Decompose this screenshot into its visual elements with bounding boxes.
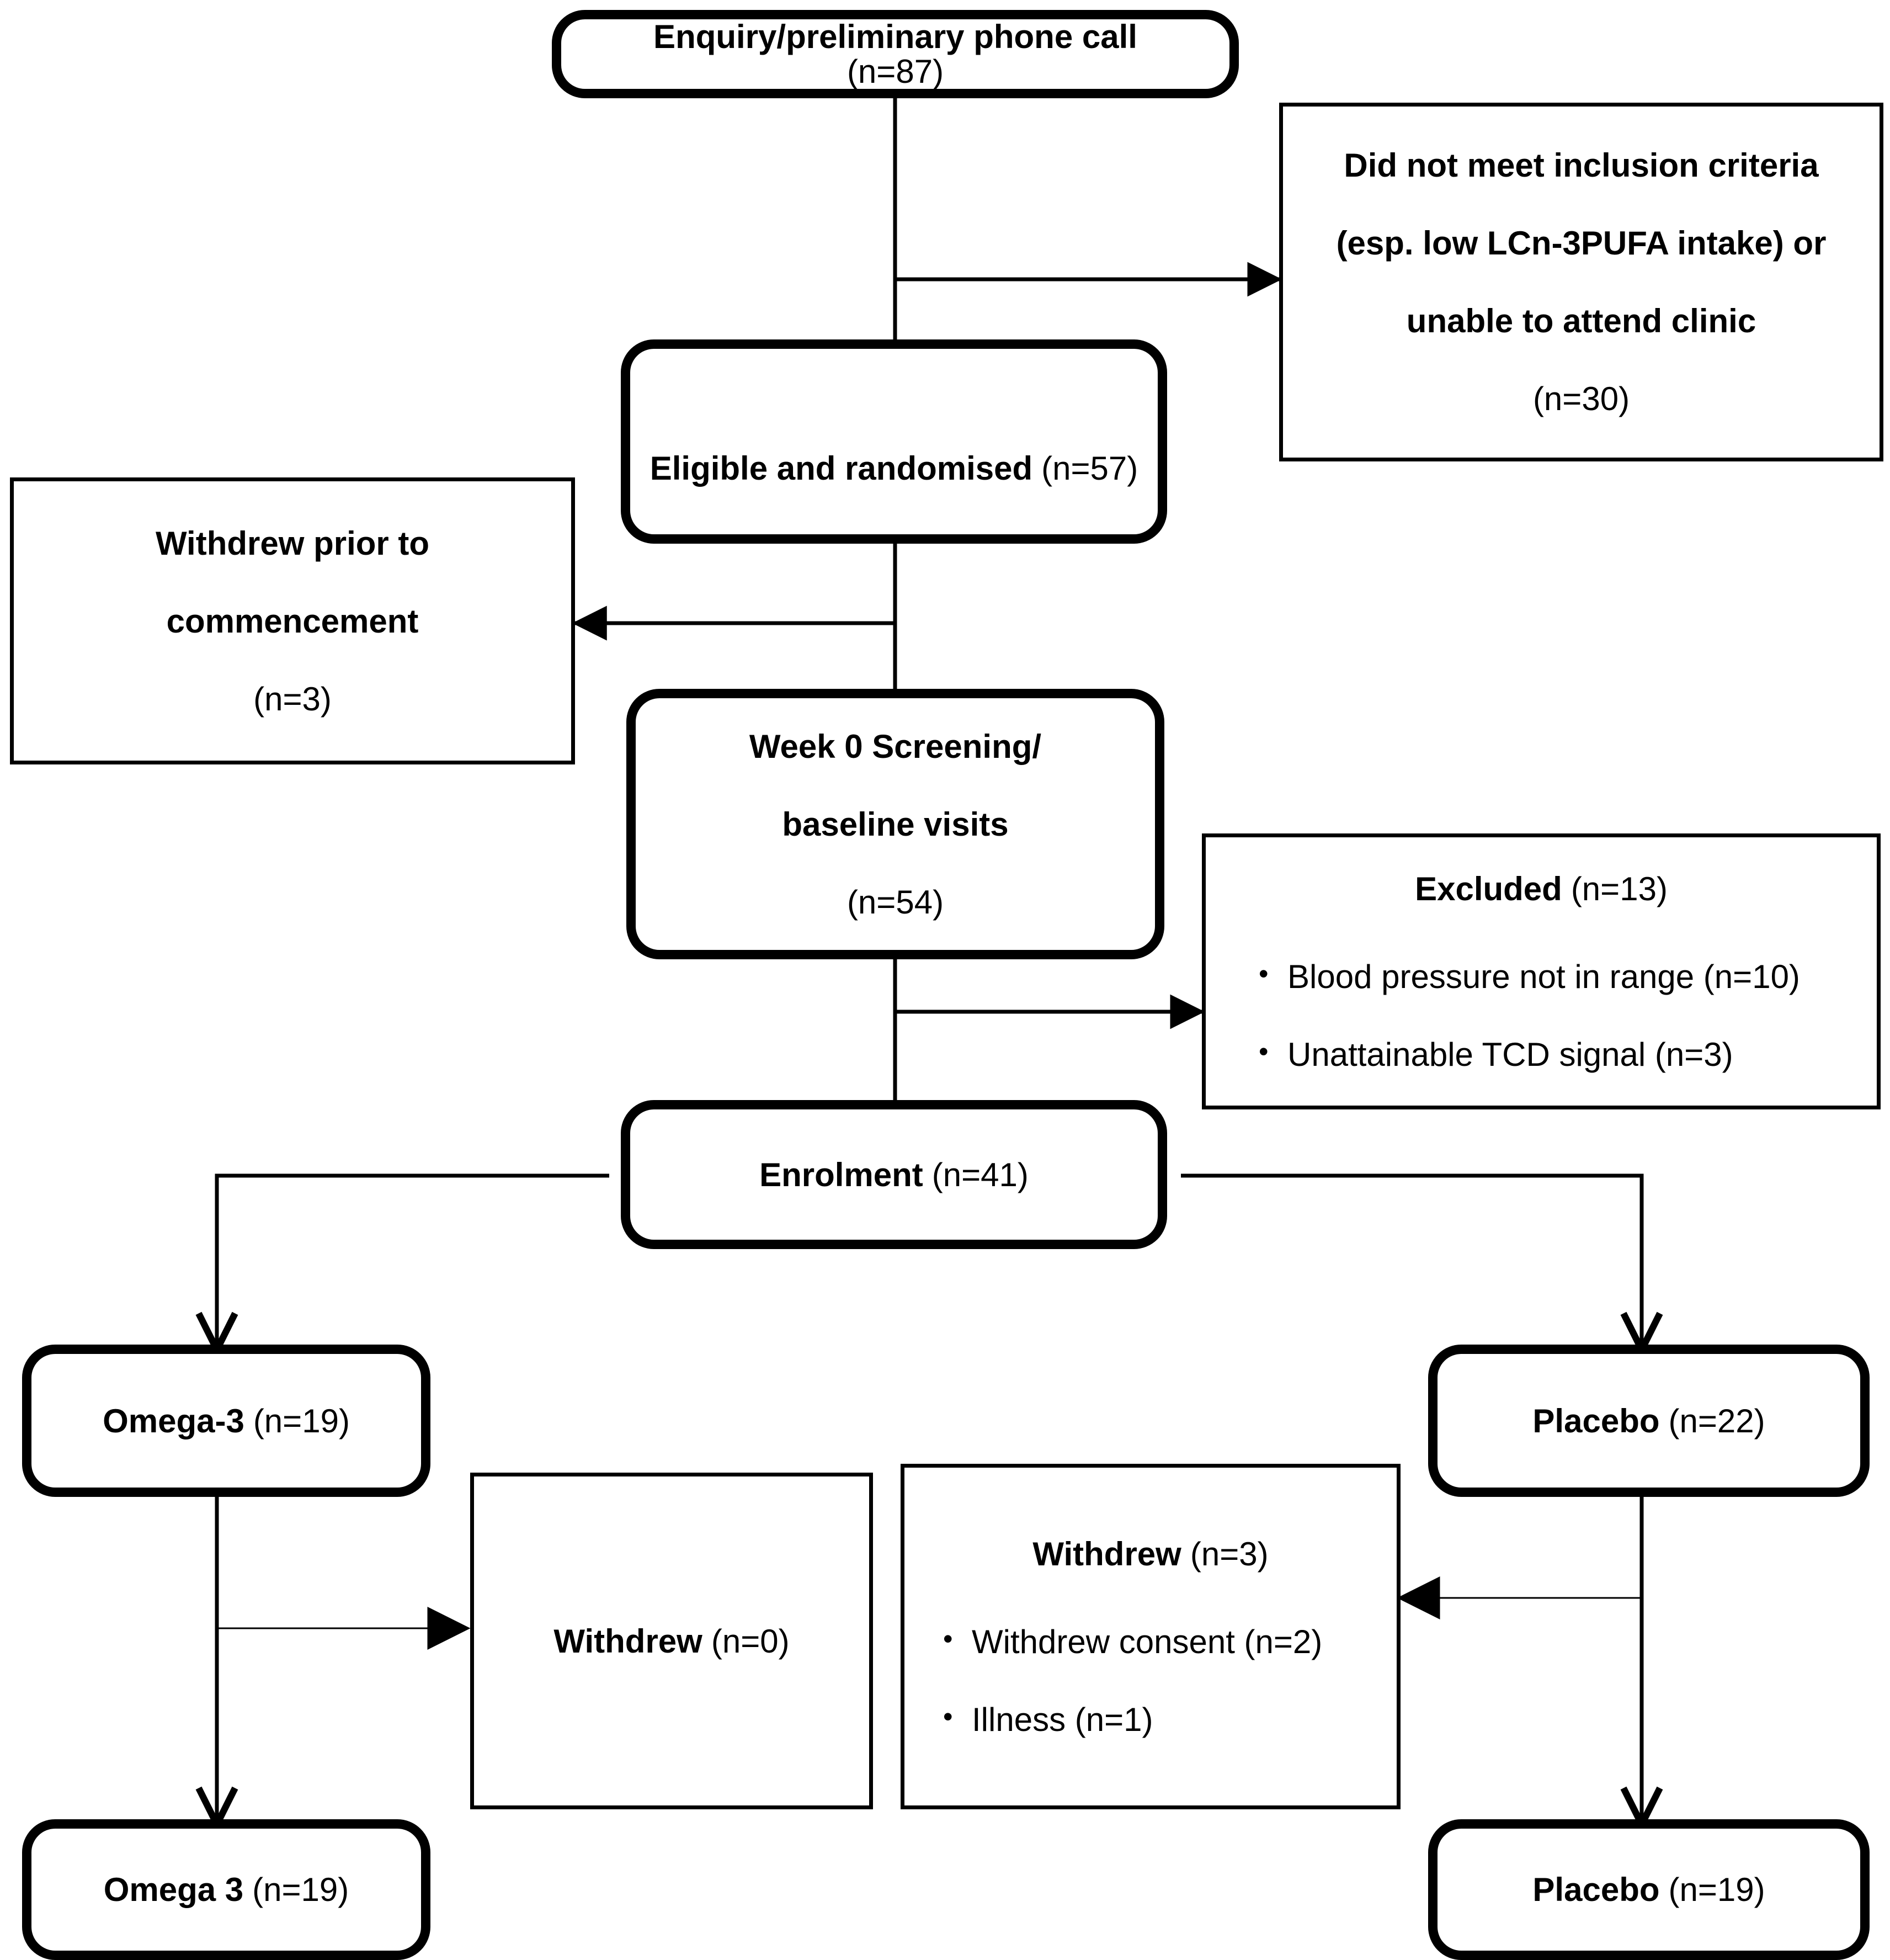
node-omega3-final-count: (n=19) [252, 1871, 349, 1908]
node-placebo-allocation-textrow: Placebo (n=22) [1532, 1404, 1765, 1438]
node-enrolment-textrow: Enrolment (n=41) [759, 1157, 1029, 1192]
node-excluded-label: Excluded [1415, 870, 1562, 907]
node-withdrew-omega[interactable]: Withdrew (n=0) [470, 1473, 873, 1809]
node-omega3-final-textrow: Omega 3 (n=19) [104, 1872, 349, 1907]
spacer [943, 1659, 1397, 1702]
node-omega3-allocation-textrow: Omega-3 (n=19) [103, 1404, 350, 1438]
connector-enrolment-to-omega3 [217, 1173, 609, 1347]
bullet-icon: • [1259, 1035, 1269, 1067]
list-item: • Illness (n=1) [943, 1701, 1397, 1738]
node-placebo-allocation-count: (n=22) [1668, 1402, 1765, 1440]
node-withdrew-omega-textrow: Withdrew (n=0) [553, 1624, 789, 1659]
spacer [1259, 994, 1877, 1037]
node-withdrew-prior-line1: Withdrew prior to [155, 524, 430, 562]
connector-enrolment-to-placebo [1181, 1173, 1642, 1347]
node-excluded-bullet-2: Unattainable TCD signal (n=3) [1287, 1035, 1733, 1073]
list-item: • Unattainable TCD signal (n=3) [1259, 1035, 1877, 1073]
node-withdrew-placebo-bullet-2: Illness (n=1) [972, 1701, 1153, 1738]
node-randomised[interactable]: Eligible and randomised (n=57) [621, 339, 1167, 544]
bullet-icon: • [943, 1701, 953, 1732]
node-excluded-header: Excluded (n=13) [1415, 872, 1668, 906]
node-withdrew-prior-line2: commencement [166, 602, 419, 640]
node-week0-count: (n=54) [846, 883, 944, 921]
node-omega3-allocation-count: (n=19) [253, 1402, 350, 1440]
node-excluded-bullet-1: Blood pressure not in range (n=10) [1287, 958, 1800, 995]
node-withdrew-placebo-bullet-list: • Withdrew consent (n=2) • Illness (n=1) [904, 1624, 1397, 1738]
node-placebo-final-textrow: Placebo (n=19) [1532, 1872, 1765, 1907]
node-withdrew-prior[interactable]: Withdrew prior to commencement (n=3) [10, 477, 575, 764]
node-excluded-count: (n=13) [1570, 870, 1668, 907]
node-placebo-final-label: Placebo [1532, 1871, 1660, 1908]
node-withdrew-placebo-header: Withdrew (n=3) [1032, 1537, 1268, 1571]
node-not-eligible-line3: unable to attend clinic [1406, 302, 1756, 339]
list-item: • Withdrew consent (n=2) [943, 1624, 1397, 1659]
node-enrolment-count: (n=41) [931, 1156, 1029, 1193]
node-withdrew-prior-count: (n=3) [253, 680, 332, 718]
node-placebo-final[interactable]: Placebo (n=19) [1428, 1819, 1870, 1960]
node-omega3-allocation-label: Omega-3 [103, 1402, 244, 1440]
node-enquiry[interactable]: Enquiry/preliminary phone call (n=87) [552, 10, 1239, 98]
node-withdrew-omega-count: (n=0) [711, 1622, 790, 1660]
node-not-eligible-line2: (esp. low LCn-3PUFA intake) or [1336, 225, 1827, 262]
bullet-icon: • [1259, 958, 1269, 989]
node-enquiry-count: (n=87) [846, 53, 944, 90]
node-not-eligible-count: (n=30) [1532, 380, 1630, 417]
node-randomised-textrow: Eligible and randomised (n=57) [650, 451, 1138, 486]
list-item: • Blood pressure not in range (n=10) [1259, 959, 1877, 994]
node-excluded-bullet-list: • Blood pressure not in range (n=10) • U… [1206, 959, 1877, 1073]
node-withdrew-omega-label: Withdrew [553, 1622, 702, 1660]
node-enquiry-label: Enquiry/preliminary phone call [653, 18, 1137, 55]
node-not-eligible-line1: Did not meet inclusion criteria [1344, 147, 1819, 184]
node-week0-line1: Week 0 Screening/ [749, 727, 1042, 765]
node-excluded[interactable]: Excluded (n=13) • Blood pressure not in … [1202, 833, 1881, 1109]
node-omega3-allocation[interactable]: Omega-3 (n=19) [22, 1345, 430, 1497]
node-withdrew-placebo-label: Withdrew [1032, 1535, 1181, 1573]
node-randomised-label: Eligible and randomised [649, 449, 1033, 487]
node-enrolment-label: Enrolment [759, 1156, 923, 1193]
node-omega3-final-label: Omega 3 [103, 1871, 244, 1908]
node-withdrew-placebo[interactable]: Withdrew (n=3) • Withdrew consent (n=2) … [901, 1464, 1401, 1809]
node-placebo-allocation-label: Placebo [1532, 1402, 1660, 1440]
node-not-eligible[interactable]: Did not meet inclusion criteria (esp. lo… [1279, 103, 1883, 461]
node-week0-line2: baseline visits [782, 805, 1009, 843]
node-placebo-final-count: (n=19) [1668, 1871, 1765, 1908]
node-week0[interactable]: Week 0 Screening/ baseline visits (n=54) [626, 689, 1164, 959]
node-randomised-count: (n=57) [1041, 449, 1138, 487]
bullet-icon: • [943, 1623, 953, 1654]
node-omega3-final[interactable]: Omega 3 (n=19) [22, 1819, 430, 1960]
node-placebo-allocation[interactable]: Placebo (n=22) [1428, 1345, 1870, 1497]
node-enrolment[interactable]: Enrolment (n=41) [621, 1100, 1167, 1249]
node-withdrew-placebo-count: (n=3) [1190, 1535, 1269, 1573]
node-withdrew-placebo-bullet-1: Withdrew consent (n=2) [972, 1623, 1323, 1660]
